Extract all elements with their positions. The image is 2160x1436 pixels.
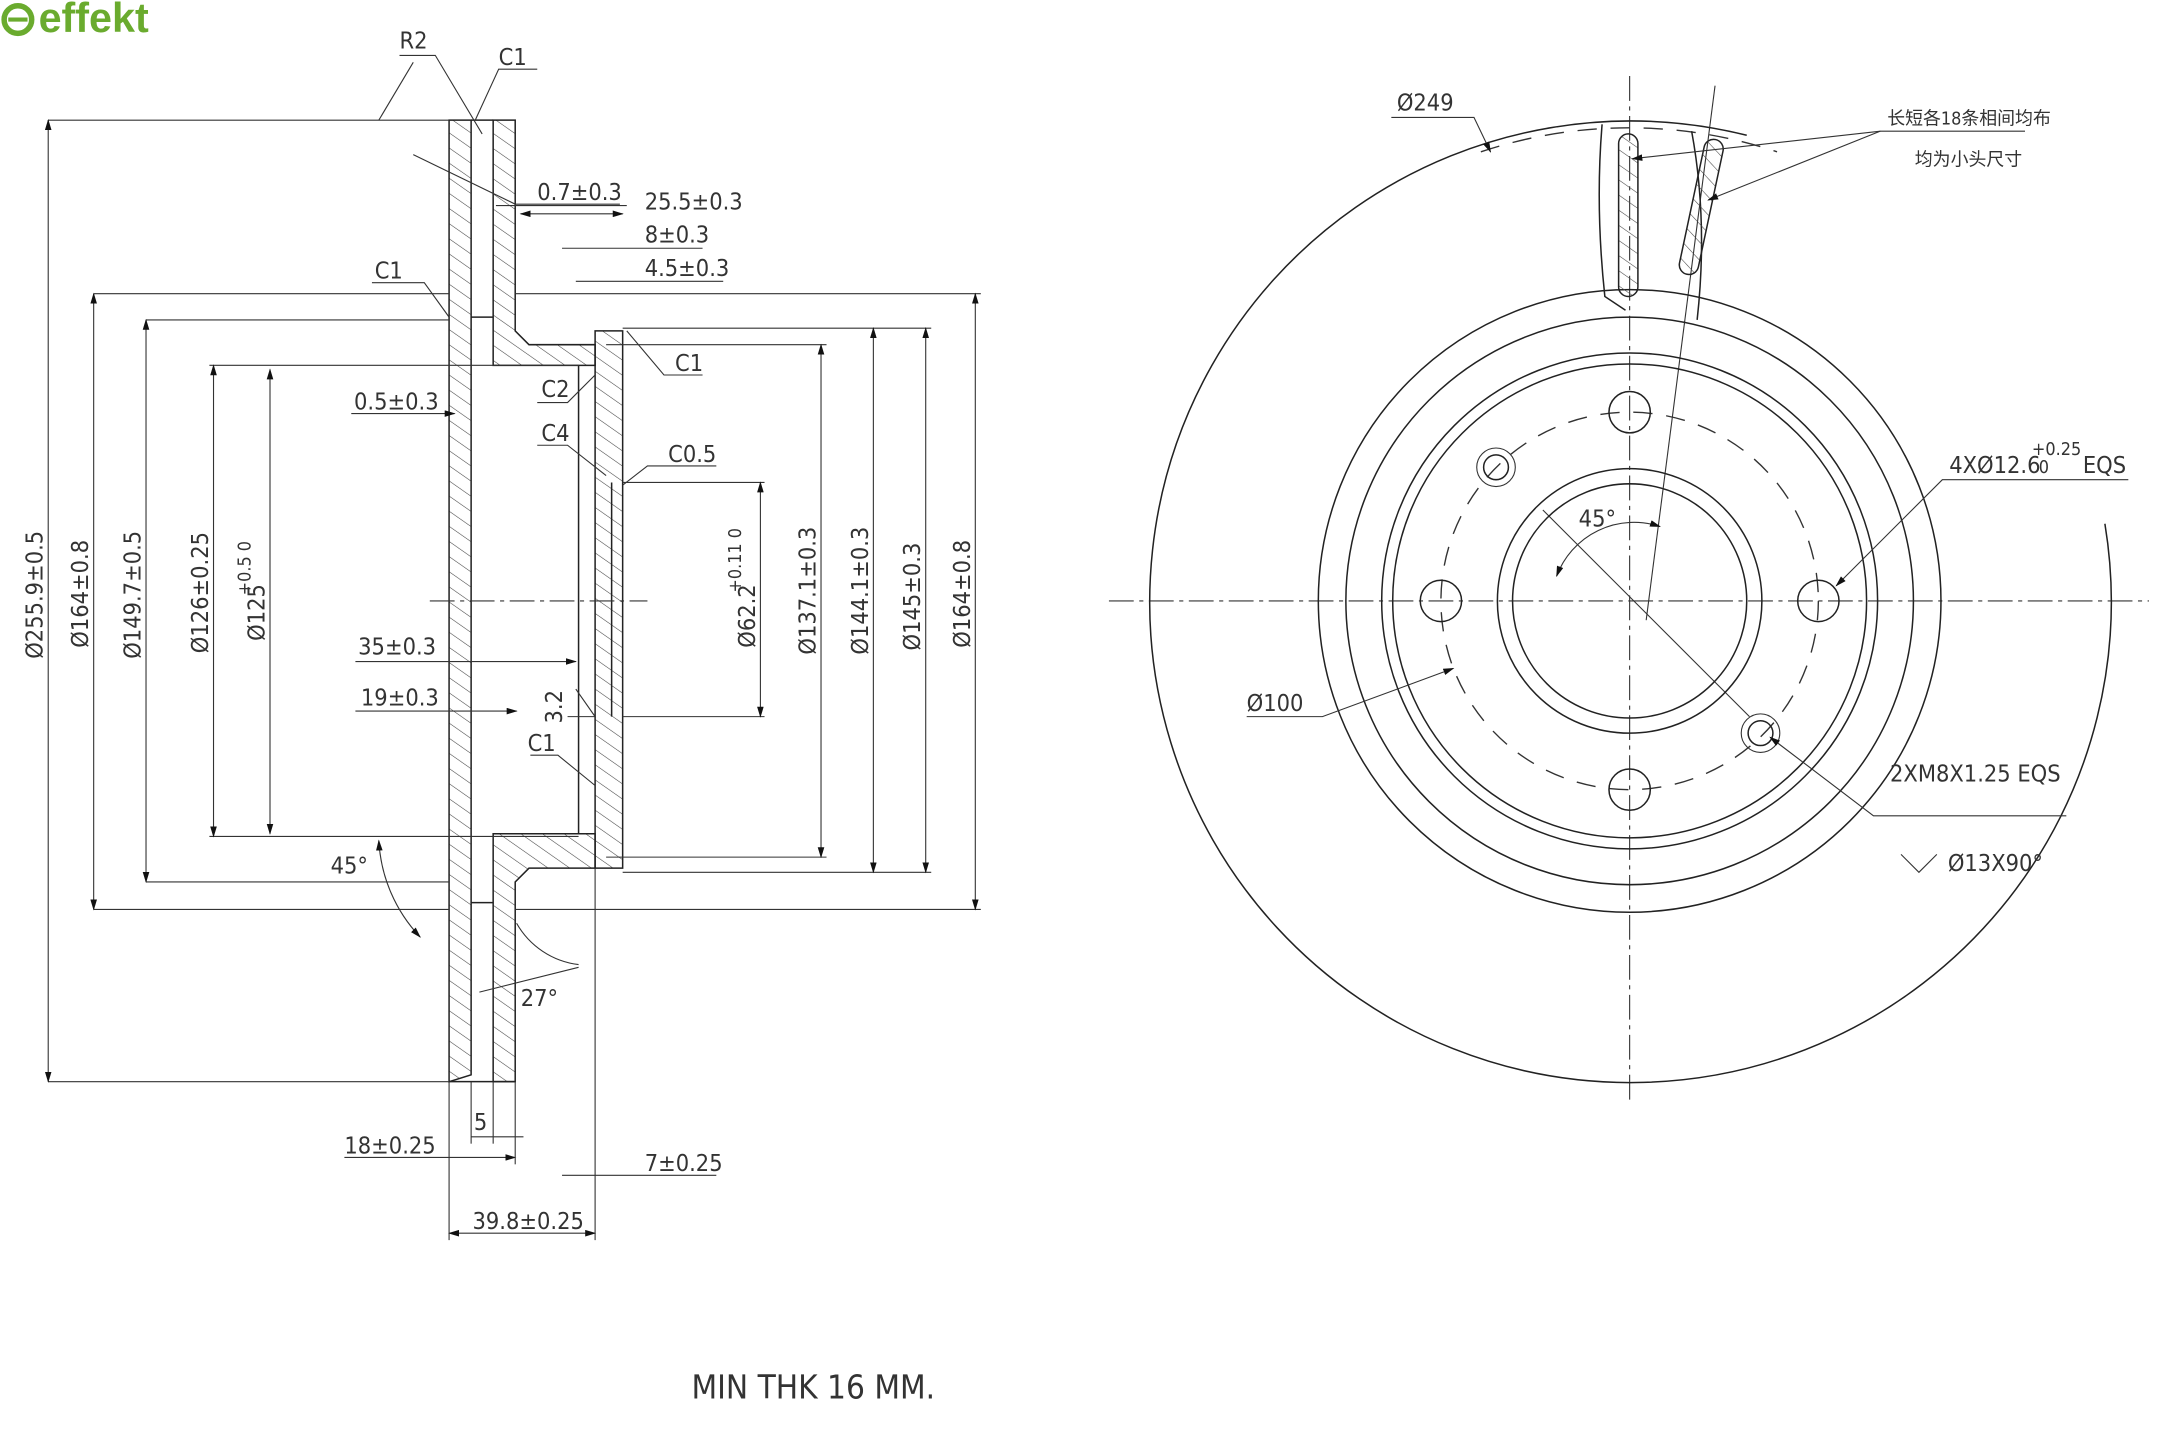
- dimension-label: C1: [499, 43, 527, 71]
- dimension-label: Ø62.2: [733, 584, 761, 647]
- dimension-label: C1: [375, 257, 403, 285]
- dimension-label: C2: [541, 375, 569, 403]
- dimension-label: EQS: [2083, 451, 2126, 479]
- dimension-label: Ø249: [1397, 89, 1454, 117]
- dimension-label: Ø145±0.3: [898, 543, 926, 651]
- dimension-label: 4XØ12.6: [1949, 451, 2040, 479]
- front-view: Ø249 长短各18条相间均布 均为小头尺寸 4XØ12.6 +0.25 0 E…: [1108, 76, 2149, 1103]
- dimension-label: 5: [474, 1108, 487, 1136]
- dimension-label: Ø164±0.8: [66, 540, 94, 648]
- dimension-label: Ø137.1±0.3: [794, 527, 822, 655]
- dimension-label: 0: [2039, 457, 2049, 478]
- dimension-label: Ø164±0.8: [948, 540, 976, 648]
- dimension-label: 2XM8X1.25 EQS: [1890, 759, 2061, 787]
- dimension-label: 45°: [1579, 505, 1616, 533]
- dimension-label: 7±0.25: [645, 1149, 723, 1177]
- effekt-logo: effekt: [1, 0, 149, 41]
- dimension-label: Ø100: [1247, 689, 1304, 717]
- dimension-label: 0.5±0.3: [354, 387, 439, 415]
- section-view: R2 C1 C1 C1 C2 C4 C0.5 C1 0.7±0.3 25.5±0…: [21, 27, 981, 1241]
- dimension-label: 长短各18条相间均布: [1887, 108, 2051, 129]
- dimension-label: +0.25: [2032, 439, 2081, 460]
- dimension-label: +0.11 0: [725, 528, 746, 593]
- dimension-label: 25.5±0.3: [645, 188, 743, 216]
- dimension-label: 39.8±0.25: [473, 1207, 584, 1235]
- dimension-label: C0.5: [668, 440, 716, 468]
- dimension-label: Ø126±0.25: [186, 532, 214, 653]
- dimension-label: effekt: [39, 0, 149, 41]
- dimension-label: Ø125: [242, 584, 270, 641]
- dimension-label: 19±0.3: [361, 684, 439, 712]
- dimension-label: 0.7±0.3: [537, 178, 622, 206]
- dimension-label: 8±0.3: [645, 221, 710, 249]
- dimension-label: Ø255.9±0.5: [21, 531, 49, 659]
- dimension-label: 4.5±0.3: [645, 254, 730, 282]
- dimension-label: Ø13X90°: [1948, 849, 2043, 877]
- dimension-label: 3.2: [540, 690, 568, 723]
- dimension-label: 27°: [521, 984, 558, 1012]
- dimension-label: C4: [541, 419, 569, 447]
- dimension-label: 35±0.3: [358, 633, 436, 661]
- dimension-label: 均为小头尺寸: [1915, 150, 2022, 171]
- dimension-label: C1: [675, 349, 703, 377]
- min-thickness-note: MIN THK 16 MM.: [692, 1368, 936, 1407]
- dimension-label: R2: [399, 27, 427, 55]
- dimension-label: C1: [528, 729, 556, 757]
- dimension-label: Ø149.7±0.5: [119, 531, 147, 659]
- dimension-label: 18±0.25: [344, 1131, 435, 1159]
- dimension-label: +0.5 0: [235, 541, 256, 595]
- dimension-label: Ø144.1±0.3: [846, 527, 874, 655]
- dimension-label: 45°: [331, 852, 368, 880]
